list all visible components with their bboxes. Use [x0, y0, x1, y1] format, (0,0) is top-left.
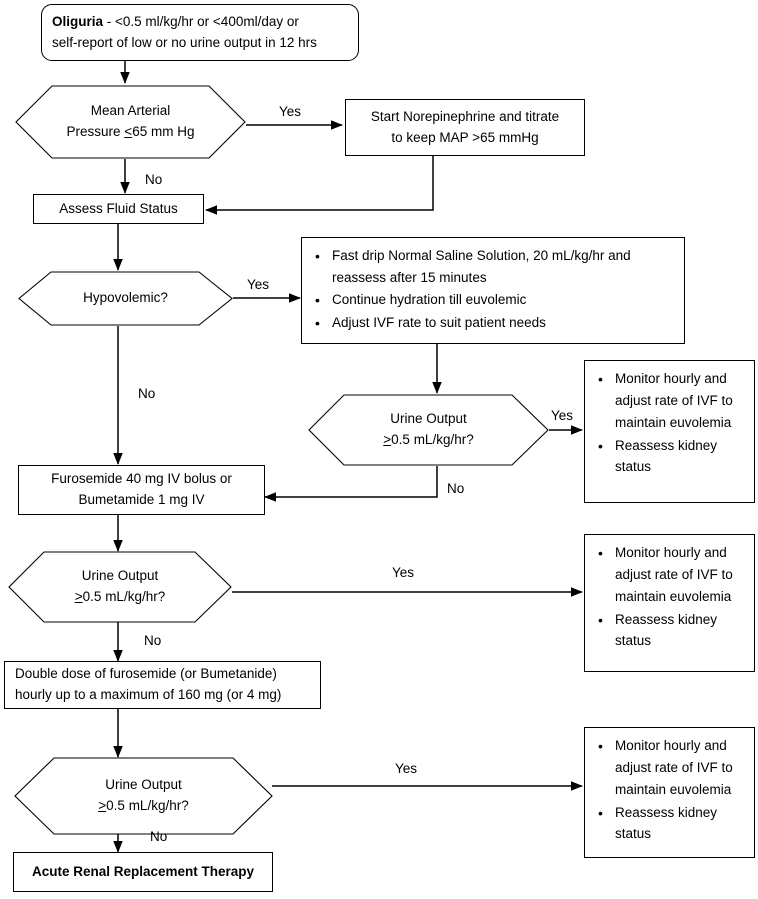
fluid-orders-list: • Fast drip Normal Saline Solution, 20 mL…	[306, 245, 678, 333]
bullet-icon: •	[598, 611, 603, 628]
norepinephrine-line1: Start Norepinephrine and titrate	[370, 108, 560, 124]
bullet-icon: •	[315, 292, 320, 309]
monitor-3-list: • Monitor hourly and adjust rate of IVF t…	[589, 735, 748, 845]
edge-label-map-yes: Yes	[279, 104, 302, 119]
oliguria-line1: - <0.5 ml/kg/hr or <400ml/day or	[103, 13, 299, 29]
monitor-text: Monitor hourly and adjust rate of IVF to…	[615, 545, 733, 604]
node-acute-renal-replacement-therapy: Acute Renal Replacement Therapy	[13, 852, 273, 892]
edge-label-uo3-yes: Yes	[395, 761, 418, 776]
bullet-icon: •	[598, 545, 603, 561]
double-dose-line2: hourly up to a maximum of 160 mg (or 4 m…	[15, 687, 282, 702]
edge-norepinephrine-return	[205, 156, 434, 215]
list-item: • Continue hydration till euvolemic	[315, 289, 678, 311]
bullet-icon: •	[315, 248, 320, 264]
hexagon-shape	[14, 757, 273, 835]
monitor-2-list: • Monitor hourly and adjust rate of IVF t…	[589, 542, 748, 652]
assess-fluid-label: Assess Fluid Status	[59, 200, 178, 216]
monitor-text: Reassess kidney status	[615, 437, 718, 475]
bullet-icon: •	[598, 437, 603, 454]
hexagon-shape	[18, 271, 233, 326]
fluid-order-text: Continue hydration till euvolemic	[332, 292, 527, 308]
list-item: • Monitor hourly and adjust rate of IVF t…	[598, 368, 748, 434]
node-urine-output-2: Urine Output >0.5 mL/kg/hr?	[8, 551, 232, 623]
node-monitor-1: • Monitor hourly and adjust rate of IVF t…	[584, 360, 755, 503]
edge-label-map-no: No	[145, 172, 163, 187]
edge-label-uo2-yes: Yes	[392, 565, 415, 580]
edge-uo1-no	[264, 466, 438, 502]
list-item: • Monitor hourly and adjust rate of IVF t…	[598, 735, 748, 801]
bullet-icon: •	[598, 738, 603, 754]
list-item: • Reassess kidney status	[598, 802, 748, 846]
furosemide-line2: Bumetamide 1 mg IV	[78, 492, 205, 507]
node-hypovolemic-decision: Hypovolemic?	[18, 271, 233, 326]
list-item: • Reassess kidney status	[598, 435, 748, 479]
list-item: • Reassess kidney status	[598, 609, 748, 653]
list-item: • Monitor hourly and adjust rate of IVF t…	[598, 542, 748, 608]
arrt-label: Acute Renal Replacement Therapy	[31, 863, 255, 879]
norepinephrine-line2: to keep MAP >65 mmHg	[391, 129, 539, 145]
node-urine-output-1: Urine Output >0.5 mL/kg/hr?	[308, 394, 549, 466]
node-urine-output-3: Urine Output >0.5 mL/kg/hr?	[14, 757, 273, 835]
bullet-icon: •	[598, 371, 603, 387]
node-furosemide: Furosemide 40 mg IV bolus or Bumetamide …	[18, 465, 265, 515]
list-item: • Fast drip Normal Saline Solution, 20 mL…	[315, 245, 678, 288]
oliguria-line2: self-report of low or no urine output in…	[52, 34, 317, 50]
edge-label-uo3-no: No	[150, 829, 168, 844]
node-assess-fluid-status: Assess Fluid Status	[33, 194, 204, 224]
double-dose-line1: Double dose of furosemide (or Bumetanide…	[15, 666, 277, 682]
edge-label-uo2-no: No	[144, 633, 162, 648]
monitor-text: Reassess kidney status	[615, 611, 718, 649]
node-monitor-2: • Monitor hourly and adjust rate of IVF t…	[584, 534, 755, 672]
node-map-decision: Mean Arterial Pressure <65 mm Hg	[15, 85, 246, 159]
oliguria-lead: Oliguria	[52, 13, 104, 29]
edge-label-hypovolemic-no: No	[138, 386, 156, 401]
node-norepinephrine: Start Norepinephrine and titrate to keep…	[345, 99, 585, 156]
edge-label-hypovolemic-yes: Yes	[247, 277, 270, 292]
fluid-order-text: Adjust IVF rate to suit patient needs	[332, 314, 546, 330]
monitor-1-list: • Monitor hourly and adjust rate of IVF t…	[589, 368, 748, 478]
bullet-icon: •	[598, 804, 603, 821]
node-fluid-orders: • Fast drip Normal Saline Solution, 20 mL…	[301, 237, 685, 344]
bullet-icon: •	[315, 314, 320, 331]
node-monitor-3: • Monitor hourly and adjust rate of IVF t…	[584, 727, 755, 858]
monitor-text: Monitor hourly and adjust rate of IVF to…	[615, 371, 733, 430]
hexagon-shape	[308, 394, 549, 466]
fluid-order-text: Fast drip Normal Saline Solution, 20 mL/…	[332, 248, 631, 285]
furosemide-line1: Furosemide 40 mg IV bolus or	[51, 471, 232, 487]
node-double-dose: Double dose of furosemide (or Bumetanide…	[4, 661, 321, 709]
hexagon-shape	[15, 85, 246, 159]
edge-label-uo1-no: No	[447, 481, 465, 496]
hexagon-shape	[8, 551, 232, 623]
node-oliguria: Oliguria - <0.5 ml/kg/hr or <400ml/day o…	[41, 4, 359, 61]
monitor-text: Monitor hourly and adjust rate of IVF to…	[615, 738, 733, 797]
list-item: • Adjust IVF rate to suit patient needs	[315, 312, 678, 334]
edge-label-uo1-yes: Yes	[551, 408, 574, 423]
monitor-text: Reassess kidney status	[615, 804, 718, 842]
